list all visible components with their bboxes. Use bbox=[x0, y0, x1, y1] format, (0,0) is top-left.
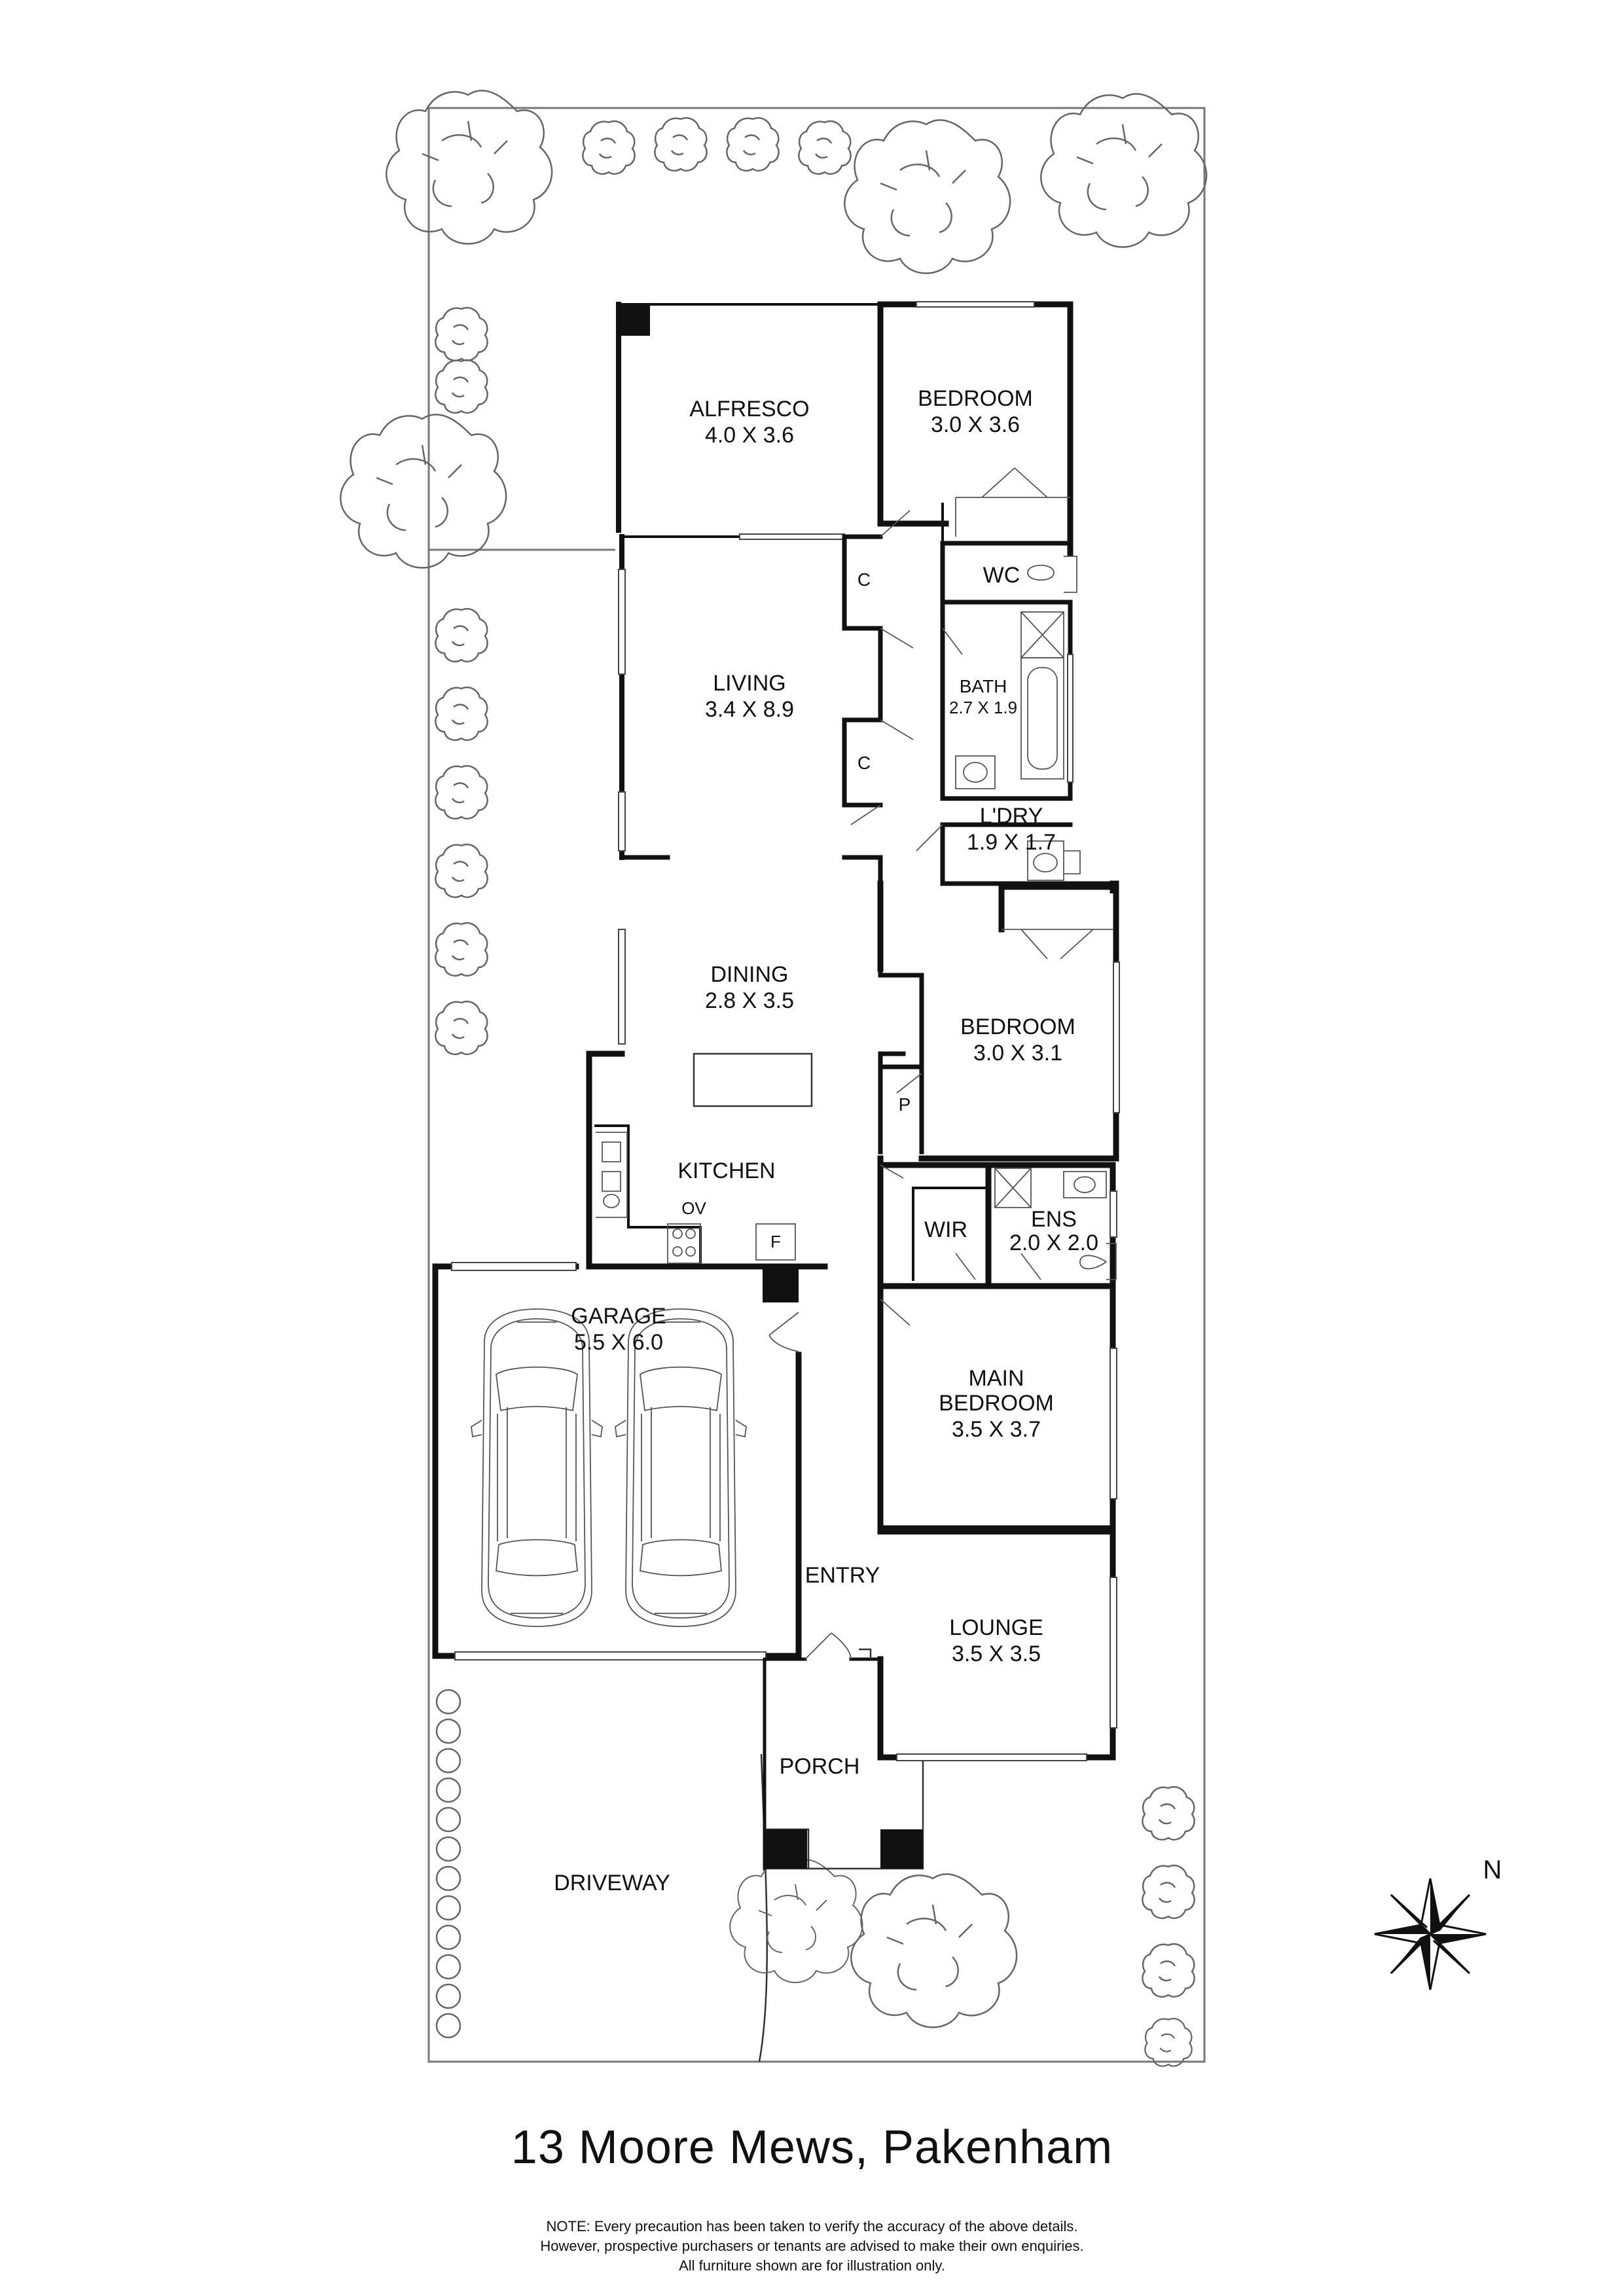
property-address: 13 Moore Mews, Pakenham bbox=[511, 2121, 1113, 2174]
entry-label: ENTRY bbox=[805, 1563, 880, 1588]
alfresco-size: 4.0 X 3.6 bbox=[705, 423, 794, 448]
kitchen-name: KITCHEN bbox=[677, 1158, 775, 1183]
fridge-label: F bbox=[770, 1232, 781, 1251]
walls bbox=[432, 301, 1120, 1871]
cupboard-2-label: C bbox=[857, 753, 871, 773]
living-size: 3.4 X 8.9 bbox=[705, 697, 794, 722]
disclaimer-line-3: All furniture shown are for illustration… bbox=[679, 2257, 945, 2274]
bedroom-rear-size: 3.0 X 3.6 bbox=[931, 412, 1020, 437]
garage-size: 5.5 X 6.0 bbox=[574, 1330, 663, 1355]
hedge bbox=[435, 1689, 461, 2039]
hedge-shrub bbox=[435, 2013, 461, 2039]
alfresco-name: ALFRESCO bbox=[689, 397, 809, 422]
lounge-size: 3.5 X 3.5 bbox=[952, 1641, 1041, 1666]
bedroom-mid-size: 3.0 X 3.1 bbox=[973, 1041, 1062, 1066]
living-name: LIVING bbox=[713, 671, 785, 696]
porch-label: PORCH bbox=[780, 1754, 860, 1779]
disclaimer-line-1: NOTE: Every precaution has been taken to… bbox=[546, 2218, 1078, 2234]
hedge-shrub bbox=[435, 1718, 461, 1744]
garage-name: GARAGE bbox=[571, 1304, 666, 1329]
main-bedroom-name-line1: MAIN bbox=[969, 1366, 1024, 1391]
oven-label: OV bbox=[681, 1198, 706, 1218]
wir-label: WIR bbox=[924, 1217, 967, 1242]
hedge-shrub bbox=[435, 1836, 461, 1862]
main-bedroom-size: 3.5 X 3.7 bbox=[952, 1417, 1041, 1442]
landscape-trees bbox=[340, 90, 1208, 2067]
hedge-shrub bbox=[435, 1777, 461, 1803]
cupboard-1-label: C bbox=[857, 569, 871, 590]
hedge-shrub bbox=[435, 1983, 461, 2009]
disclaimer-line-2: However, prospective purchasers or tenan… bbox=[540, 2238, 1084, 2254]
bath-size: 2.7 X 1.9 bbox=[949, 698, 1017, 717]
dining-name: DINING bbox=[711, 962, 789, 987]
compass-icon bbox=[1374, 1869, 1509, 1990]
lounge-name: LOUNGE bbox=[949, 1615, 1043, 1640]
ensuite-name: ENS bbox=[1031, 1207, 1077, 1232]
hedge-shrub bbox=[435, 1865, 461, 1892]
hedge-shrub bbox=[435, 1689, 461, 1715]
compass-north-label: N bbox=[1483, 1856, 1502, 1884]
bedroom-mid-name: BEDROOM bbox=[960, 1014, 1075, 1039]
hedge-shrub bbox=[435, 1954, 461, 1980]
laundry-size: 1.9 X 1.7 bbox=[967, 830, 1056, 855]
main-bedroom-name-line2: BEDROOM bbox=[939, 1391, 1054, 1416]
hedge-shrub bbox=[435, 1748, 461, 1774]
driveway-label: DRIVEWAY bbox=[554, 1871, 670, 1895]
hedge-shrub bbox=[435, 1924, 461, 1950]
ensuite-size: 2.0 X 2.0 bbox=[1009, 1230, 1098, 1255]
disclaimer-note: NOTE: Every precaution has been taken to… bbox=[0, 2217, 1624, 2276]
bedroom-rear-name: BEDROOM bbox=[918, 386, 1033, 411]
pantry-label: P bbox=[899, 1094, 911, 1115]
bath-name: BATH bbox=[960, 676, 1007, 696]
hedge-shrub bbox=[435, 1806, 461, 1833]
dining-size: 2.8 X 3.5 bbox=[705, 988, 794, 1013]
hedge-shrub bbox=[435, 1895, 461, 1921]
laundry-name: L'DRY bbox=[980, 804, 1043, 829]
wc-name: WC bbox=[983, 563, 1020, 588]
room-labels: ALFRESCO 4.0 X 3.6 BEDROOM 3.0 X 3.6 WC … bbox=[554, 386, 1098, 1895]
